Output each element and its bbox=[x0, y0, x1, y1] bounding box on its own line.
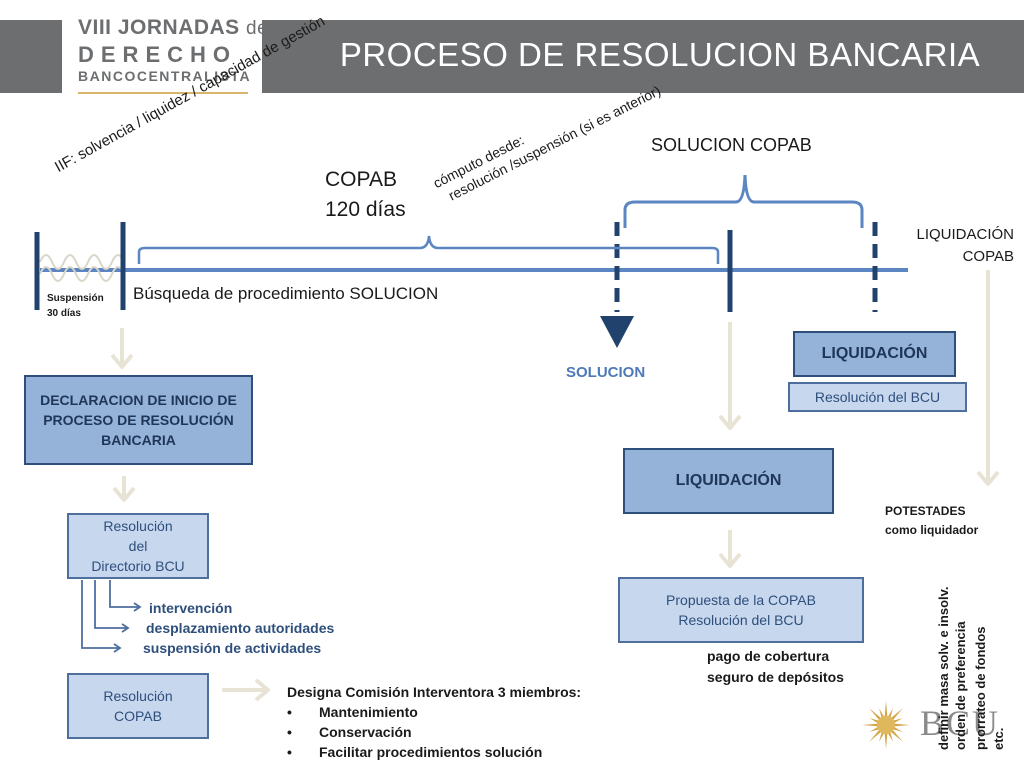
sun-ray bbox=[884, 701, 888, 718]
vertical-text-masa: definir masa solv. e insolv. bbox=[936, 586, 951, 750]
sun-ray bbox=[869, 729, 882, 742]
sun-ray bbox=[879, 708, 885, 719]
logo-line2: DERECHO bbox=[78, 42, 238, 67]
arrowhead-resolucion bbox=[112, 486, 136, 502]
designa-item: •Mantenimiento bbox=[287, 704, 418, 720]
designa-item: •Facilitar procedimientos solución bbox=[287, 744, 543, 760]
vertical-text-etc: etc. bbox=[991, 727, 1006, 750]
effect-arrowhead-3 bbox=[113, 643, 122, 653]
sun-ray bbox=[893, 723, 910, 727]
suspension-wave bbox=[39, 254, 125, 270]
designa-block: Designa Comisión Interventora 3 miembros… bbox=[287, 682, 581, 762]
sun-ray bbox=[892, 726, 903, 732]
effect-connector-3 bbox=[81, 580, 120, 649]
effect-desplazamiento: desplazamiento autoridades bbox=[146, 620, 335, 636]
designa-title: Designa Comisión Interventora 3 miembros… bbox=[287, 684, 582, 700]
sun-ray bbox=[869, 726, 880, 732]
suspension-label: Suspensión 30 días bbox=[47, 293, 104, 319]
designa-item: •Conservación bbox=[287, 724, 412, 740]
bcu-sun-icon bbox=[862, 701, 910, 749]
arrowhead-declaracion bbox=[110, 353, 134, 369]
sun-ray bbox=[892, 718, 903, 724]
effect-arrowhead-2 bbox=[121, 623, 130, 633]
resolucion-copab-box: Resolución COPAB bbox=[67, 673, 209, 739]
logo-line1: VIII JORNADAS de bbox=[78, 16, 269, 39]
propuesta-box: Propuesta de la COPAB Resolución del BCU bbox=[618, 577, 864, 643]
sun-ray bbox=[887, 708, 893, 719]
arrowhead-liquidacion bbox=[718, 414, 742, 430]
copab-brace bbox=[137, 235, 720, 264]
effect-connector-2 bbox=[94, 580, 128, 629]
effect-connector-1 bbox=[109, 580, 140, 608]
sun-ray bbox=[890, 729, 903, 742]
effect-arrowhead-1 bbox=[133, 602, 142, 612]
resolucion-directorio-box: Resolución del Directorio BCU bbox=[67, 513, 209, 579]
sun-ray bbox=[862, 723, 879, 727]
logo-line3: BANCOCENTRALISTA bbox=[78, 68, 252, 84]
sun-ray bbox=[869, 708, 882, 721]
effect-intervencion: intervención bbox=[149, 600, 233, 616]
jornadas-logo: VIII JORNADAS de DERECHO BANCOCENTRALIST… bbox=[62, 12, 268, 98]
resolucion-bcu-box: Resolución del BCU bbox=[788, 382, 967, 412]
busqueda-label: Búsqueda de procedimiento SOLUCION bbox=[133, 284, 439, 303]
liquidacion-top-box: LIQUIDACIÓN bbox=[793, 331, 956, 377]
liquidacion-copab-label: LIQUIDACIÓN COPAB bbox=[916, 226, 1014, 265]
vertical-text-orden: orden de preferencia bbox=[953, 621, 968, 750]
logo-rule bbox=[78, 92, 248, 94]
solucion-label: SOLUCION bbox=[566, 364, 646, 381]
declaracion-box: DECLARACION DE INICIO DE PROCESO DE RESO… bbox=[24, 375, 253, 465]
arrowhead-propuesta bbox=[718, 552, 742, 568]
liquidacion-mid-box: LIQUIDACIÓN bbox=[623, 448, 834, 514]
bcu-logo-text: BCU bbox=[920, 703, 1001, 743]
suspension-wave-2 bbox=[39, 266, 125, 282]
copab-days: 120 días bbox=[325, 198, 406, 221]
pago-cobertura-label: pago de cobertura seguro de depósitos bbox=[707, 648, 844, 685]
potestades-label: POTESTADES como liquidador bbox=[885, 504, 979, 537]
page-title: PROCESO DE RESOLUCION BANCARIA bbox=[339, 36, 981, 73]
vertical-text-prorrateo: prorrateo de fondos bbox=[973, 626, 988, 750]
sun-ray bbox=[869, 718, 880, 724]
sun-ray bbox=[884, 732, 888, 749]
solucion-copab-brace bbox=[623, 174, 864, 228]
solucion-triangle bbox=[600, 316, 634, 348]
solucion-copab-label: SOLUCION COPAB bbox=[651, 135, 812, 155]
sun-ray bbox=[890, 708, 903, 721]
sun-ray bbox=[879, 731, 885, 742]
sun-ray bbox=[887, 731, 893, 742]
arrowhead-potestades bbox=[976, 470, 1000, 486]
arrowhead-designa bbox=[254, 678, 270, 702]
copab-label: COPAB bbox=[325, 168, 397, 191]
effect-suspension: suspensión de actividades bbox=[143, 640, 322, 656]
